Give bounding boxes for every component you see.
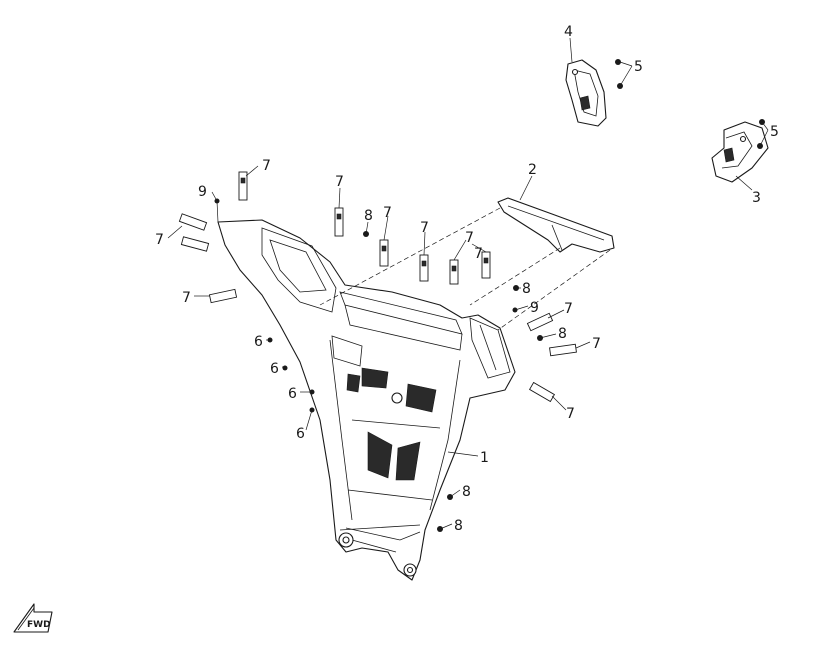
fwd-label: FWD bbox=[27, 620, 51, 630]
clip-fasteners bbox=[178, 171, 577, 403]
fwd-arrow-icon: FWD bbox=[13, 603, 53, 633]
callout-8-e: 8 bbox=[454, 518, 463, 534]
part-1-main-frame bbox=[217, 219, 516, 581]
callout-7-c: 7 bbox=[383, 205, 392, 221]
callout-7-h: 7 bbox=[564, 301, 573, 317]
callout-6-d: 6 bbox=[296, 426, 305, 442]
callout-5-top: 5 bbox=[634, 59, 643, 75]
callout-8-a: 8 bbox=[364, 208, 373, 224]
callout-8-c: 8 bbox=[558, 326, 567, 342]
callout-7-a: 7 bbox=[262, 158, 271, 174]
callout-7-d: 7 bbox=[420, 220, 429, 236]
callout-7-e: 7 bbox=[465, 230, 474, 246]
part-2-upper-bar bbox=[319, 197, 615, 331]
callout-9-a: 9 bbox=[198, 184, 207, 200]
callout-8-d: 8 bbox=[462, 484, 471, 500]
callout-7-j: 7 bbox=[566, 406, 575, 422]
callout-6-a: 6 bbox=[254, 334, 263, 350]
callout-6-c: 6 bbox=[288, 386, 297, 402]
callout-7-g: 7 bbox=[182, 290, 191, 306]
callout-4: 4 bbox=[564, 24, 573, 40]
callout-7-i: 7 bbox=[592, 336, 601, 352]
callout-5-right: 5 bbox=[770, 124, 779, 140]
part-3-right-bracket bbox=[711, 121, 769, 183]
callout-labels: 1 2 3 4 5 5 6 6 6 6 7 7 7 7 7 7 7 7 7 7 … bbox=[155, 24, 779, 534]
callout-7-f: 7 bbox=[155, 232, 164, 248]
callout-7-b: 7 bbox=[335, 174, 344, 190]
part-4-top-bracket bbox=[565, 59, 607, 127]
callout-1: 1 bbox=[480, 450, 489, 466]
callout-7-k: 7 bbox=[474, 246, 483, 262]
callout-2: 2 bbox=[528, 162, 537, 178]
callout-9-b: 9 bbox=[530, 300, 539, 316]
leader-lines bbox=[167, 37, 769, 530]
callout-6-b: 6 bbox=[270, 361, 279, 377]
callout-8-b: 8 bbox=[522, 281, 531, 297]
callout-3: 3 bbox=[752, 190, 761, 206]
